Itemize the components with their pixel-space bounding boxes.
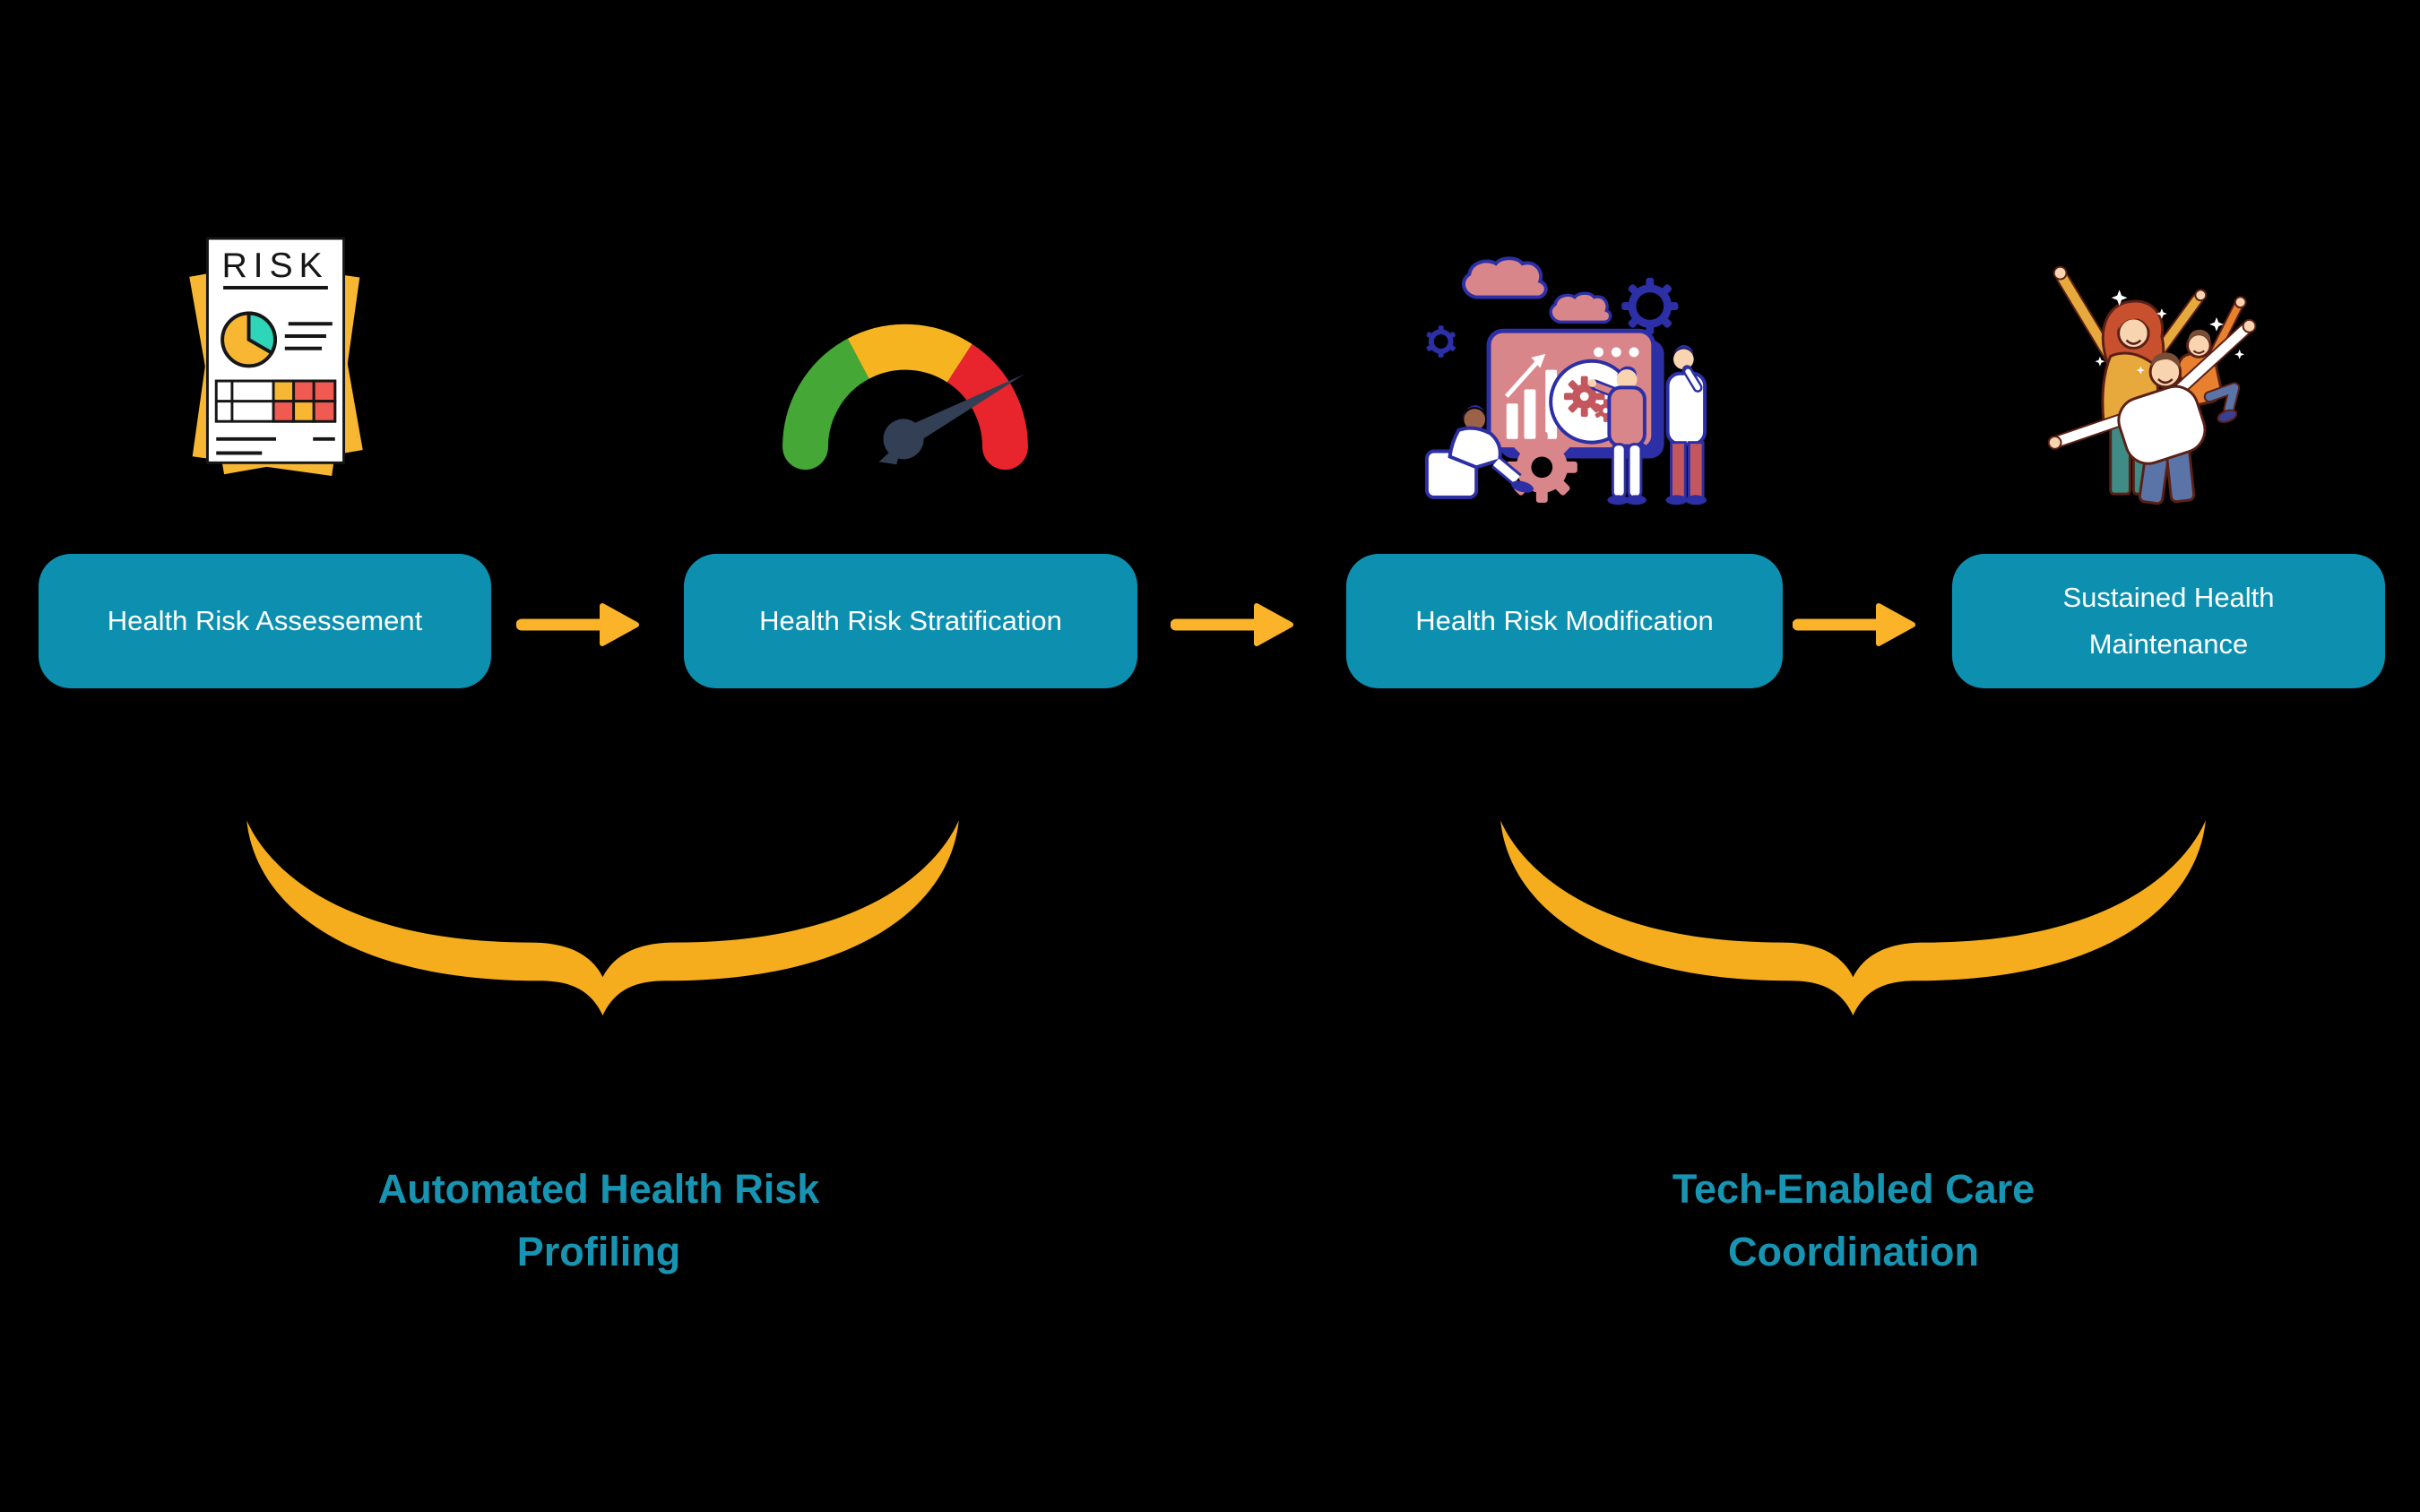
gauge-icon xyxy=(753,276,1058,473)
risk-report-svg: RISK xyxy=(189,237,363,477)
care-team-svg xyxy=(1424,256,1707,505)
cloud-large xyxy=(1461,256,1548,299)
happy-family-svg xyxy=(2047,265,2257,505)
person-standing xyxy=(1588,366,1646,505)
pie-chart xyxy=(220,311,277,368)
person-sitting xyxy=(1424,405,1534,499)
group-label-automated-health-risk-profiling: Automated Health Risk Profiling xyxy=(377,1166,820,1274)
happy-family-icon xyxy=(2033,247,2280,505)
step-box-sustained-health-maintenance: Sustained Health Maintenance xyxy=(1952,554,2385,688)
flow-arrow-2 xyxy=(1171,603,1293,646)
step-box-health-risk-assessement: Health Risk Assessement xyxy=(39,554,491,688)
sparkles xyxy=(2095,289,2245,375)
step-label: Health Risk Assessement xyxy=(107,605,423,636)
gear-bottom xyxy=(1506,431,1577,503)
group-brace-right xyxy=(1500,820,2206,1015)
group-brace-left xyxy=(246,820,959,1015)
step-box-health-risk-modification: Health Risk Modification xyxy=(1346,554,1783,688)
gear-small-left xyxy=(1426,325,1456,358)
gear-top-right xyxy=(1621,277,1679,335)
father-figure xyxy=(2047,318,2257,505)
group-label-tech-enabled-care-coordination: Tech-Enabled Care Coordination xyxy=(1672,1166,2035,1274)
flow-arrow-3 xyxy=(1793,603,1915,646)
text-lines xyxy=(284,322,333,350)
gauge-needle xyxy=(878,374,1024,465)
gauge-arc-red xyxy=(946,343,1028,448)
risk-title-text: RISK xyxy=(221,246,328,285)
gauge-arc-green xyxy=(782,338,870,448)
step-label: Sustained Health Maintenance xyxy=(2062,582,2275,660)
flow-arrow-1 xyxy=(516,603,639,646)
person-thinking xyxy=(1665,344,1707,505)
gauge-svg xyxy=(782,324,1028,471)
gauge-arc-yellow xyxy=(847,324,972,383)
risk-report-icon: RISK xyxy=(181,229,370,489)
step-box-health-risk-stratification: Health Risk Stratification xyxy=(684,554,1137,688)
paper-front: RISK xyxy=(205,237,346,464)
care-team-icon xyxy=(1418,255,1710,507)
step-label: Health Risk Modification xyxy=(1415,605,1714,636)
step-label: Health Risk Stratification xyxy=(759,605,1062,636)
cloud-small xyxy=(1549,291,1612,324)
risk-matrix-table xyxy=(214,379,337,423)
footer-lines xyxy=(216,436,335,455)
